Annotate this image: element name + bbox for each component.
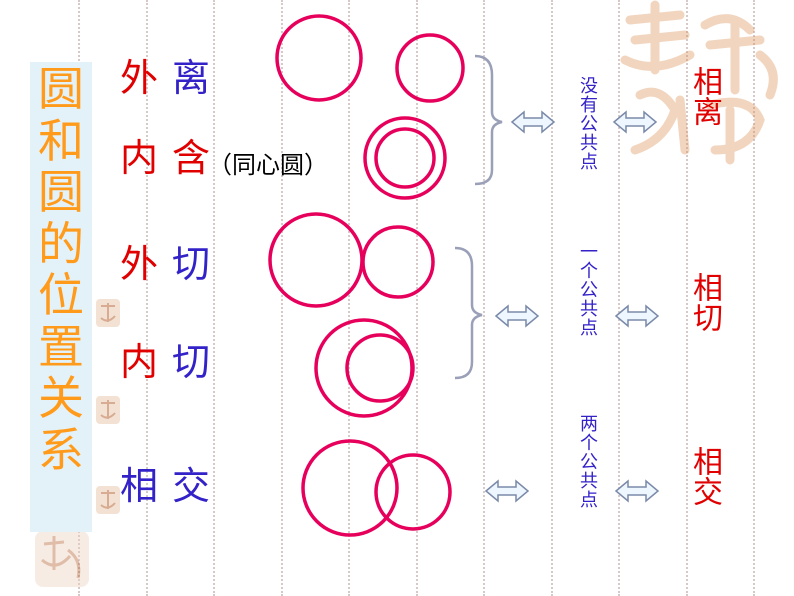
- row-label-internal-tangent-first: 内: [120, 340, 159, 384]
- concentric-note: （同心圆）: [208, 151, 328, 179]
- one-common-point-text: 一个公共点: [577, 242, 598, 337]
- title-char: 和: [38, 113, 84, 168]
- circle-external-tangent-large: [268, 212, 364, 308]
- two-common-points-text: 两个公共点: [577, 414, 598, 509]
- row-label-contained-first: 内: [120, 136, 159, 180]
- small-seal-stamp-1: [95, 298, 121, 328]
- circle-separate-small: [395, 33, 465, 103]
- double-arrow-4: [614, 304, 660, 328]
- circle-intersect-left: [301, 439, 399, 537]
- double-arrow-5: [484, 479, 530, 503]
- row-label-external-separate-second: 离: [172, 56, 211, 100]
- circle-intersect-right: [374, 453, 452, 531]
- small-seal-stamp-3: [95, 485, 121, 515]
- circle-internal-tangent-outer: [314, 318, 414, 418]
- decorative-calligraphy-stamp: [610, 0, 790, 170]
- title-char: 关: [38, 371, 84, 425]
- no-common-point-text: 没有公共点: [577, 76, 598, 171]
- small-seal-stamp-2: [95, 395, 121, 425]
- bracket-no-common-point: [474, 54, 503, 186]
- relation-tangent: 相切: [687, 272, 722, 332]
- double-arrow-3: [494, 304, 540, 328]
- double-arrow-6: [614, 479, 660, 503]
- double-arrow-2: [612, 110, 658, 134]
- title-char: 系: [38, 422, 84, 477]
- title-char: 位: [38, 268, 84, 322]
- row-label-external-tangent-second: 切: [172, 242, 211, 286]
- circle-concentric-outer: [363, 116, 447, 200]
- title-char: 置: [38, 319, 84, 374]
- small-seal-stamp-4: [34, 530, 90, 588]
- row-label-external-separate-first: 外: [120, 56, 159, 100]
- bracket-one-common-point: [454, 246, 483, 380]
- title-char: 圆: [38, 62, 84, 116]
- row-label-contained-second: 含: [172, 136, 211, 180]
- title-panel: [30, 62, 92, 532]
- page-title: 圆 和 圆 的 位 置 关 系: [30, 62, 92, 477]
- circle-internal-tangent-inner: [345, 333, 415, 403]
- circle-separate-large: [275, 14, 363, 102]
- row-label-external-tangent-first: 外: [120, 242, 159, 286]
- row-label-intersect-second: 交: [172, 464, 211, 508]
- title-char: 的: [38, 216, 84, 271]
- circle-external-tangent-small: [361, 225, 435, 299]
- relation-intersect: 相交: [687, 446, 722, 506]
- row-label-internal-tangent-second: 切: [172, 340, 211, 384]
- title-char: 圆: [38, 165, 84, 219]
- relation-separate: 相离: [687, 66, 722, 126]
- row-label-intersect-first: 相: [120, 464, 159, 508]
- double-arrow-1: [510, 110, 556, 134]
- circle-concentric-inner: [374, 127, 436, 189]
